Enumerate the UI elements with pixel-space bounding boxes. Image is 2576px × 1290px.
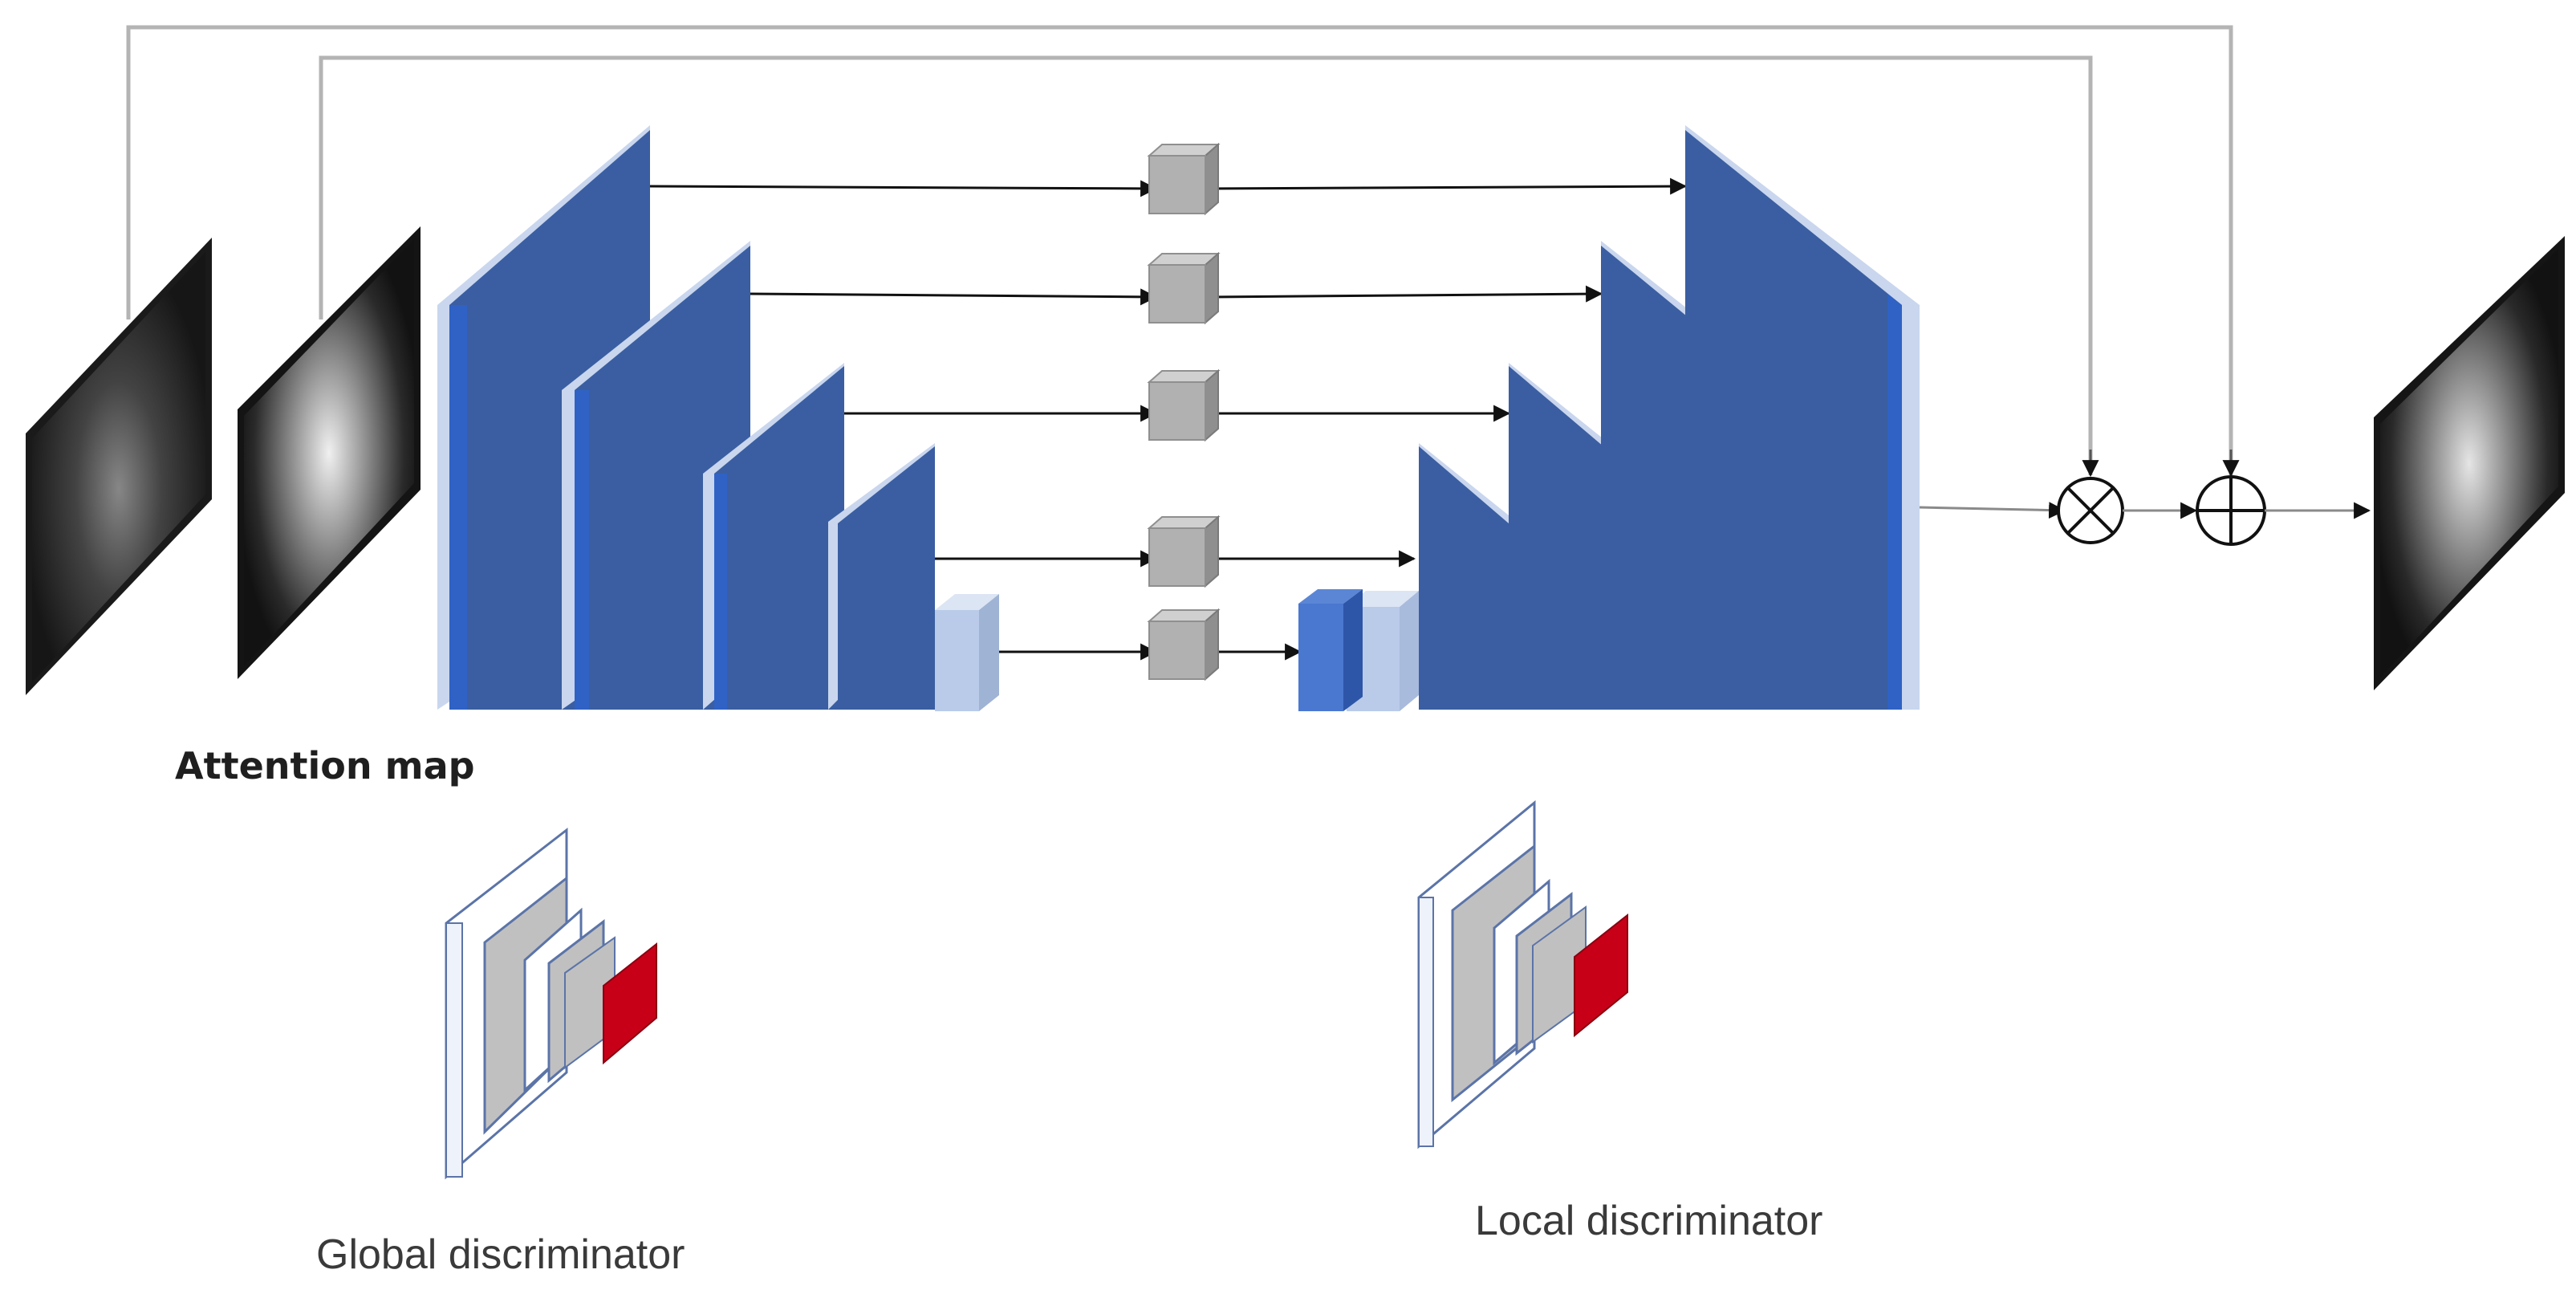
connection-level-2 [750, 251, 1603, 325]
decoder-bottleneck-block [1298, 589, 1419, 711]
connection-level-5 [999, 608, 1302, 682]
local-discriminator [1417, 800, 1628, 1150]
attention-cube [1147, 608, 1221, 682]
encoder-block-3 [703, 363, 844, 710]
circle-times-icon [2057, 477, 2124, 544]
attention-cube [1147, 368, 1221, 442]
attention-map-image [238, 226, 421, 679]
attention-map-label: Attention map [175, 744, 475, 787]
decoder-output-arrow [1919, 502, 2066, 519]
attention-cube [1147, 142, 1221, 216]
global-discriminator [445, 827, 657, 1180]
circle-plus-icon [2196, 475, 2266, 546]
encoder-block-4 [828, 443, 935, 710]
decoder-block-4 [1419, 443, 1517, 710]
decoder-block-1 [1685, 125, 1920, 710]
connection-level-4 [935, 515, 1416, 588]
skip-connection-inner [319, 55, 2099, 478]
connection-level-3 [844, 368, 1511, 442]
attention-cube [1147, 251, 1221, 325]
bottleneck-block [935, 594, 999, 711]
connection-level-1 [649, 142, 1688, 216]
skip-connection-outer [126, 25, 2240, 478]
output-image [2374, 236, 2565, 690]
input-image [26, 238, 212, 695]
attention-cube [1147, 515, 1221, 588]
global-discriminator-label: Global discriminator [316, 1231, 685, 1278]
local-discriminator-label: Local discriminator [1475, 1198, 1823, 1244]
